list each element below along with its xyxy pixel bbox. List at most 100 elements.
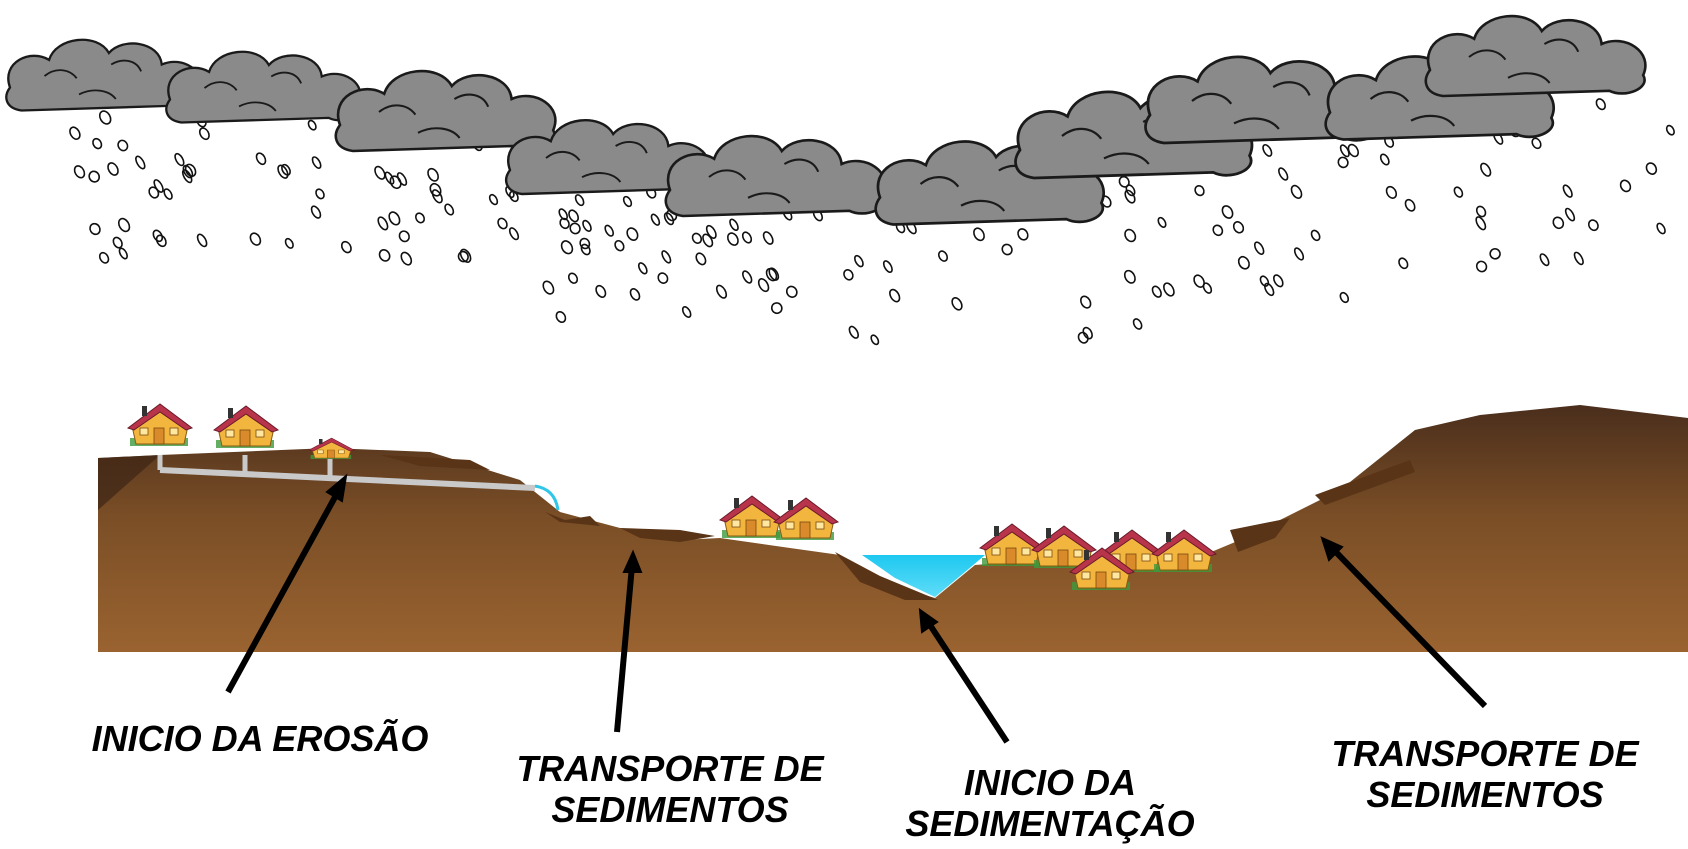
raindrop-icon xyxy=(1232,221,1245,234)
raindrop-icon xyxy=(542,280,555,295)
raindrop-icon xyxy=(854,254,864,268)
raindrop-icon xyxy=(155,234,167,248)
label-sediment-transport-left: TRANSPORTE DE SEDIMENTOS xyxy=(480,748,860,830)
raindrop-icon xyxy=(757,278,770,293)
raindrop-icon xyxy=(1082,326,1093,340)
raindrop-icon xyxy=(1480,162,1492,177)
raindrop-icon xyxy=(1259,275,1270,287)
raindrop-icon xyxy=(1475,216,1487,231)
raindrop-icon xyxy=(691,232,703,244)
raindrop-icon xyxy=(88,170,101,183)
house-icon xyxy=(719,495,785,539)
raindrop-icon xyxy=(1001,243,1013,256)
house-icon xyxy=(773,497,839,541)
soil-profile xyxy=(98,405,1688,652)
raindrop-icon xyxy=(98,251,110,264)
label-line: SEDIMENTOS xyxy=(551,789,789,830)
raindrop-icon xyxy=(1079,295,1092,309)
raindrop-icon xyxy=(741,231,753,244)
raindrop-icon xyxy=(705,224,717,239)
label-line: TRANSPORTE DE xyxy=(1331,733,1639,774)
raindrop-icon xyxy=(1278,167,1289,181)
raindrop-icon xyxy=(1531,137,1542,150)
raindrop-icon xyxy=(1595,98,1606,111)
raindrop-icon xyxy=(681,306,692,318)
sediment-layer xyxy=(1230,518,1290,552)
raindrop-icon xyxy=(560,240,574,255)
raindrop-icon xyxy=(882,260,893,274)
raindrop-icon xyxy=(937,250,949,262)
raindrop-icon xyxy=(400,251,413,266)
raindrop-icon xyxy=(255,152,267,166)
raindrop-icon xyxy=(444,203,455,216)
raindrop-icon xyxy=(582,219,592,232)
raindrop-icon xyxy=(1157,216,1167,228)
raindrop-icon xyxy=(695,252,707,266)
label-line: SEDIMENTAÇÃO xyxy=(905,803,1195,844)
raindrop-icon xyxy=(1264,282,1275,297)
raindrop-icon xyxy=(427,167,440,182)
raindrop-icon xyxy=(765,267,778,282)
house-icon xyxy=(1151,529,1217,573)
raindrop-icon xyxy=(1645,162,1658,175)
raindrop-icon xyxy=(663,212,675,226)
raindrop-icon xyxy=(614,239,625,252)
raindrop-icon xyxy=(184,163,197,178)
raindrop-icon xyxy=(1489,248,1501,260)
raindrop-icon xyxy=(1017,228,1029,241)
raindrop-icon xyxy=(135,155,146,170)
raindrop-icon xyxy=(661,250,672,264)
raindrop-icon xyxy=(574,194,585,207)
raindrop-icon xyxy=(414,212,426,224)
raindrop-icon xyxy=(1339,291,1350,304)
raindrop-icon xyxy=(702,233,714,248)
sediment-layer xyxy=(620,528,715,542)
raindrop-icon xyxy=(1562,184,1573,198)
label-line: SEDIMENTOS xyxy=(1366,774,1604,815)
arrows xyxy=(225,473,1488,744)
raindrop-icon xyxy=(307,119,317,131)
sediment-layer xyxy=(1315,460,1415,505)
raindrop-icon xyxy=(198,127,210,141)
raindrop-icon xyxy=(340,240,352,254)
raindrop-icon xyxy=(1665,124,1675,136)
raindrop-icon xyxy=(89,222,101,236)
raindrop-icon xyxy=(181,169,193,184)
soil-left-face xyxy=(98,455,160,510)
raindrop-icon xyxy=(107,162,119,176)
raindrop-icon xyxy=(1193,274,1205,288)
raindrop-icon xyxy=(1221,205,1234,219)
raindrop-icon xyxy=(431,189,443,204)
raindrop-icon xyxy=(1163,282,1175,297)
raindrop-icon xyxy=(378,249,391,262)
raindrop-icon xyxy=(488,193,499,206)
raindrop-icon xyxy=(509,190,519,203)
raindrop-icon xyxy=(843,269,854,281)
raindrop-icon xyxy=(249,232,262,246)
raindrop-icon xyxy=(973,227,985,242)
storm-clouds xyxy=(5,14,1647,226)
raindrop-icon xyxy=(508,227,520,241)
cloud-icon xyxy=(1424,14,1647,98)
raindrop-icon xyxy=(742,270,753,284)
raindrop-icon xyxy=(148,186,160,199)
raindrop-icon xyxy=(1552,216,1565,230)
raindrop-icon xyxy=(762,231,774,245)
raindrop-icon xyxy=(604,224,615,237)
house-icon xyxy=(308,437,355,460)
raindrop-icon xyxy=(951,296,963,311)
raindrop-icon xyxy=(284,237,294,249)
label-line: TRANSPORTE DE xyxy=(516,748,824,789)
raindrop-icon xyxy=(1118,175,1130,188)
raindrop-icon xyxy=(174,152,185,167)
raindrop-icon xyxy=(311,156,322,169)
raindrop-icon xyxy=(1404,198,1416,212)
raindrop-icon xyxy=(1262,143,1273,157)
raindrop-icon xyxy=(1290,184,1303,199)
label-erosion-start-text: INICIO DA EROSÃO xyxy=(91,718,429,759)
raindrop-icon xyxy=(1202,282,1213,294)
sediment-layer xyxy=(380,455,490,470)
label-line: INICIO DA xyxy=(963,762,1136,803)
raindrop-icon xyxy=(1124,228,1137,243)
